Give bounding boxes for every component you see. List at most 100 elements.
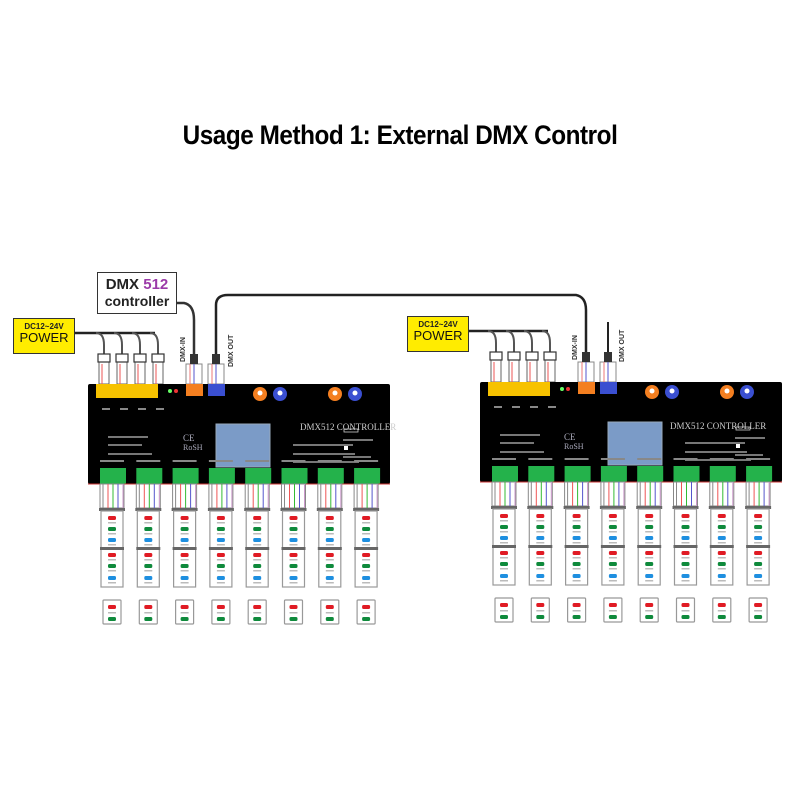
strip-clip [353,508,380,511]
power-plug [98,361,110,385]
strip-joint [136,547,161,550]
spec-text-line [108,453,152,455]
led-chip [717,525,726,529]
output-terminal [281,468,308,484]
resistor [572,568,581,570]
power-branch-wire [131,332,141,354]
led-chip [144,605,153,609]
resistor [717,568,726,570]
resistor [144,570,153,572]
resistor [108,559,116,561]
resistor [572,557,581,559]
strip-connector [135,483,161,509]
led-chip [500,603,508,607]
strip-joint [492,545,516,548]
resistor [536,610,545,612]
output-label-mark [564,458,589,460]
resistor [500,580,508,582]
output-label-mark [172,460,197,462]
spec-text-line [735,437,765,439]
led-chip [572,603,581,607]
led-chip [681,536,690,540]
status-led-red [566,387,570,391]
led-chip [536,514,545,518]
strip-connector [673,481,698,507]
strip-joint [245,547,270,550]
spec-text-line [735,454,763,456]
led-chip [180,564,189,568]
resistor [536,568,545,570]
led-chip [253,564,262,568]
input-label-mark [102,408,110,410]
led-chip [180,527,189,531]
resistor [362,582,371,584]
resistor [754,542,763,544]
resistor [681,568,690,570]
strip-connector [172,483,198,509]
resistor [572,542,581,544]
plug-cap [489,351,503,361]
resistor [536,542,545,544]
led-chip [572,615,581,619]
led-chip [572,562,581,566]
strip-joint [528,545,553,548]
resistor [681,610,690,612]
resistor [325,570,334,572]
resistor [325,522,334,524]
input-label-mark [512,406,520,408]
led-chip [645,562,654,566]
dmx-out-port [208,384,225,396]
power-plug [508,359,520,383]
led-chip [536,551,545,555]
led-chip [325,516,334,520]
led-chip [108,516,116,520]
strip-clip [171,508,198,511]
led-chip [572,574,581,578]
output-terminal [746,466,773,482]
led-chip [144,538,153,542]
led-chip [645,536,654,540]
strip-joint [100,547,124,550]
output-label-mark [245,460,270,462]
ce-mark-2: CE [564,432,576,442]
plug-cap [115,353,129,363]
dmx-label: DMX [105,276,140,293]
resistor [608,610,617,612]
led-chip [253,553,262,557]
led-chip [108,538,116,542]
led-chip [289,576,298,580]
status-led-green [168,389,172,393]
resistor [681,580,690,582]
led-chip [645,615,654,619]
led-chip [500,551,508,555]
controller-name-1: DMX512 CONTROLLER [300,422,397,432]
led-chip [681,525,690,529]
resistor [572,531,581,533]
resistor [500,568,508,570]
spec-text-line [108,444,142,446]
page-title: Usage Method 1: External DMX Control [182,120,618,150]
led-chip [108,564,116,568]
led-strip [636,481,663,623]
strip-clip [599,506,626,509]
led-chip [216,553,225,557]
output-terminal [245,468,272,484]
led-chip [180,605,189,609]
led-chip [681,562,690,566]
output-terminal [317,468,344,484]
output-terminal [354,468,381,484]
power-branch-wire [95,332,105,354]
status-led-red [174,389,178,393]
resistor [717,557,726,559]
led-chip [325,538,334,542]
resistor [362,612,371,614]
resistor [144,544,153,546]
led-chip [362,527,371,531]
led-chip [754,514,763,518]
led-chip [608,525,617,529]
input-label-mark [156,408,164,410]
plug-cap [151,353,165,363]
led-chip [325,553,334,557]
led-chip [717,551,726,555]
strip-clip [527,506,554,509]
